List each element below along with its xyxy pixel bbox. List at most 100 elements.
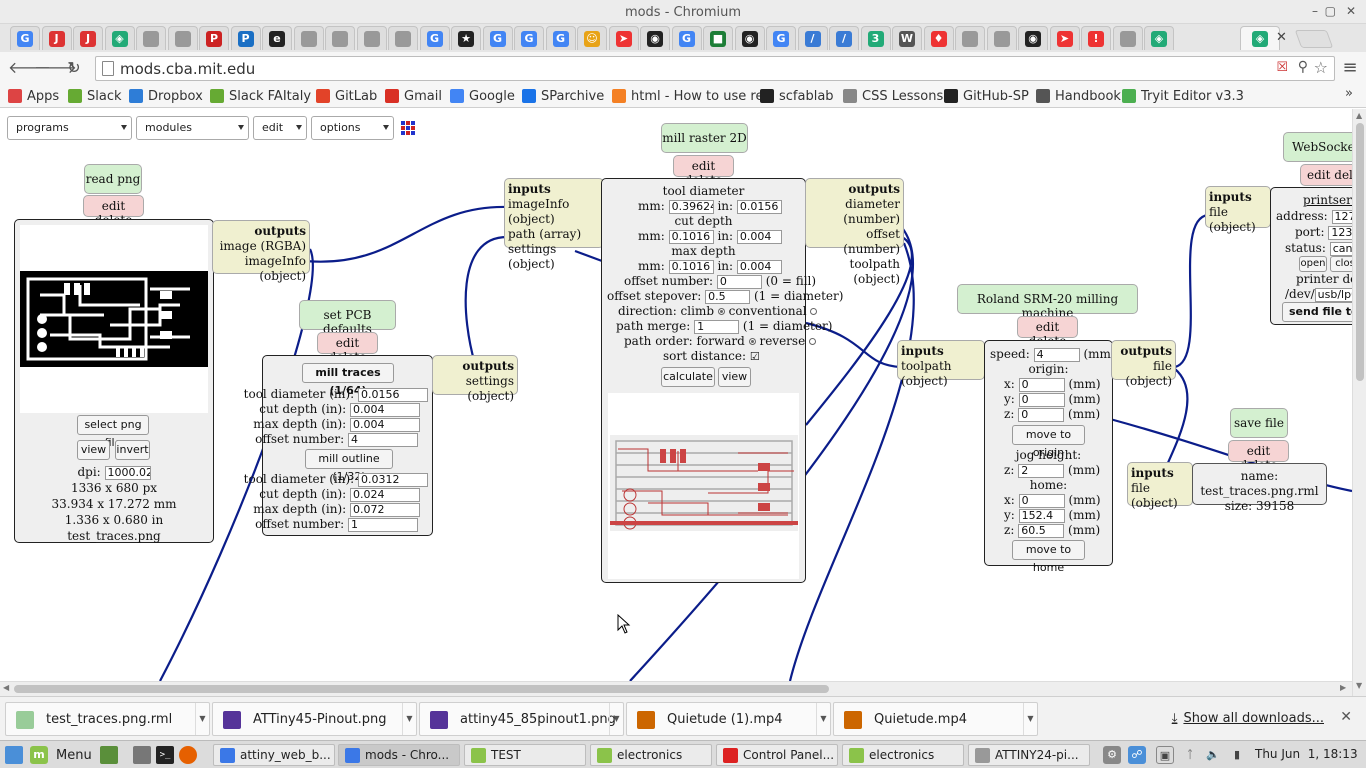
browser-tab[interactable]: J <box>41 26 72 50</box>
browser-tab[interactable] <box>356 26 387 50</box>
reverse-radio[interactable] <box>809 338 816 345</box>
window-close-icon[interactable]: ✕ <box>1345 4 1356 18</box>
shield-icon[interactable]: ☍ <box>1128 746 1146 764</box>
browser-tab[interactable] <box>955 26 985 50</box>
input-path[interactable]: path (array) <box>508 227 582 241</box>
sort-distance-checkbox[interactable]: ☑ <box>749 350 760 363</box>
input-settings[interactable]: settings (object) <box>508 242 557 271</box>
origin-y-input[interactable]: 0 <box>1018 392 1065 407</box>
bookmark-1[interactable]: Slack <box>68 87 122 105</box>
printserver-link[interactable]: printserve <box>1303 193 1352 207</box>
browser-tab[interactable] <box>293 26 324 50</box>
browser-tab[interactable]: / <box>797 26 828 50</box>
browser-tab[interactable]: P <box>230 26 261 50</box>
close-button[interactable]: clos <box>1330 256 1352 272</box>
outline-cut-depth-input[interactable]: 0.024 <box>350 487 420 502</box>
mods-workspace[interactable]: programs modules edit options read png e… <box>0 109 1352 681</box>
bookmarks-overflow-icon[interactable]: » <box>1345 86 1353 101</box>
browser-tab[interactable] <box>388 26 418 50</box>
browser-tab[interactable]: 3 <box>860 26 891 50</box>
move-to-home-button[interactable]: move to home <box>1012 540 1085 574</box>
open-button[interactable]: open <box>1299 256 1327 272</box>
traces-offset-number-input[interactable]: 4 <box>348 432 418 447</box>
outline-offset-number-input[interactable]: 1 <box>348 517 418 532</box>
download-item[interactable]: test_traces.png.rml▼ <box>5 702 210 736</box>
programs-menu[interactable]: programs <box>7 116 132 140</box>
browser-tab[interactable]: G <box>514 26 544 50</box>
files-launcher-icon[interactable] <box>133 746 151 764</box>
output-settings[interactable]: settings (object) <box>465 374 514 403</box>
show-all-downloads-link[interactable]: ⤓Show all downloads... <box>1172 711 1324 726</box>
vertical-scroll-thumb[interactable] <box>1356 123 1364 381</box>
browser-tab[interactable]: e <box>262 26 292 50</box>
bookmark-11[interactable]: GitHub-SP <box>944 87 1029 105</box>
offset-stepover-input[interactable]: 0.5 <box>705 289 751 304</box>
active-tab[interactable]: ◈ <box>1240 26 1280 50</box>
downloads-close-icon[interactable]: ✕ <box>1340 709 1352 725</box>
clock[interactable]: Thu Jun 1, 18:13 <box>1255 747 1358 761</box>
jog-z-input[interactable]: 2 <box>1018 463 1065 478</box>
conventional-radio[interactable] <box>810 308 818 315</box>
browser-tab[interactable]: ◉ <box>734 26 765 50</box>
taskbar-window-button[interactable]: attiny_web_b... <box>213 744 335 766</box>
bookmark-13[interactable]: Tryit Editor v3.3 <box>1122 87 1244 105</box>
mill-raster-title[interactable]: mill raster 2D <box>661 123 748 153</box>
outline-max-depth-input[interactable]: 0.072 <box>350 502 420 517</box>
new-tab-button[interactable] <box>1294 30 1334 48</box>
scroll-right-icon[interactable]: ▶ <box>1340 683 1347 692</box>
zoom-icon[interactable]: ⚲ <box>1297 59 1308 75</box>
home-z-input[interactable]: 60.5 <box>1018 523 1065 538</box>
download-menu-chevron-icon[interactable]: ▼ <box>609 703 623 735</box>
download-item[interactable]: Quietude.mp4▼ <box>833 702 1038 736</box>
browser-tab[interactable] <box>136 26 166 50</box>
edit-menu[interactable]: edit <box>253 116 307 140</box>
websocket-edit-delete[interactable]: edit delet <box>1300 164 1352 186</box>
climb-radio[interactable] <box>717 308 725 315</box>
path-merge-input[interactable]: 1 <box>694 319 740 334</box>
browser-tab[interactable]: ◉ <box>1018 26 1048 50</box>
home-x-input[interactable]: 0 <box>1018 493 1065 508</box>
output-imageinfo[interactable]: imageInfo (object) <box>244 254 306 283</box>
settings-tray-icon[interactable]: ⚙ <box>1103 746 1121 764</box>
bookmark-12[interactable]: Handbook <box>1036 87 1121 105</box>
output-file[interactable]: file (object) <box>1125 359 1172 388</box>
address-bar[interactable]: mods.cba.mit.edu ☒ ⚲ ☆ <box>95 56 1335 81</box>
traces-cut-depth-input[interactable]: 0.004 <box>350 402 420 417</box>
bookmark-4[interactable]: GitLab <box>316 87 377 105</box>
tool-mm-input[interactable]: 0.39624 <box>668 199 714 214</box>
scroll-left-icon[interactable]: ◀ <box>3 683 10 692</box>
browser-tab[interactable]: G <box>482 26 513 50</box>
move-to-origin-button[interactable]: move to origin <box>1012 425 1085 459</box>
taskbar-window-button[interactable]: mods - Chro... <box>338 744 460 766</box>
output-diameter[interactable]: diameter (number) <box>843 197 900 226</box>
blocked-popup-icon[interactable]: ☒ <box>1276 60 1288 75</box>
roland-title[interactable]: Roland SRM-20 milling machine <box>957 284 1138 320</box>
browser-tab[interactable]: ★ <box>451 26 481 50</box>
browser-tab[interactable]: ◈ <box>1144 26 1174 50</box>
browser-tab[interactable] <box>325 26 355 50</box>
input-file[interactable]: file (object) <box>1209 205 1256 234</box>
save-file-title[interactable]: save file <box>1230 408 1288 438</box>
save-file-edit-delete[interactable]: edit delete <box>1228 440 1289 472</box>
max-mm-input[interactable]: 0.1016 <box>668 259 714 274</box>
battery-icon[interactable]: ▮ <box>1233 748 1241 761</box>
modules-menu[interactable]: modules <box>136 116 249 140</box>
horizontal-scroll-thumb[interactable] <box>14 685 829 693</box>
options-menu[interactable]: options <box>311 116 394 140</box>
bookmark-10[interactable]: CSS Lessons <box>843 87 943 105</box>
input-file[interactable]: file (object) <box>1131 481 1178 510</box>
forward-radio[interactable] <box>748 338 756 345</box>
origin-z-input[interactable]: 0 <box>1018 407 1065 422</box>
browser-tab[interactable]: ➤ <box>608 26 639 50</box>
view-button[interactable]: view <box>77 440 110 460</box>
set-pcb-edit-delete[interactable]: edit delete <box>317 332 378 364</box>
reload-icon[interactable]: ↻ <box>67 58 81 77</box>
browser-tab[interactable]: ➤ <box>1049 26 1080 50</box>
output-offset[interactable]: offset (number) <box>843 227 900 256</box>
browser-tab[interactable]: ! <box>1081 26 1111 50</box>
download-menu-chevron-icon[interactable]: ▼ <box>402 703 416 735</box>
browser-tab[interactable]: J <box>73 26 103 50</box>
output-toolpath[interactable]: toolpath (object) <box>849 257 901 286</box>
send-file-button[interactable]: send file to pr <box>1282 302 1352 322</box>
read-png-edit-delete[interactable]: edit delete <box>83 195 144 227</box>
